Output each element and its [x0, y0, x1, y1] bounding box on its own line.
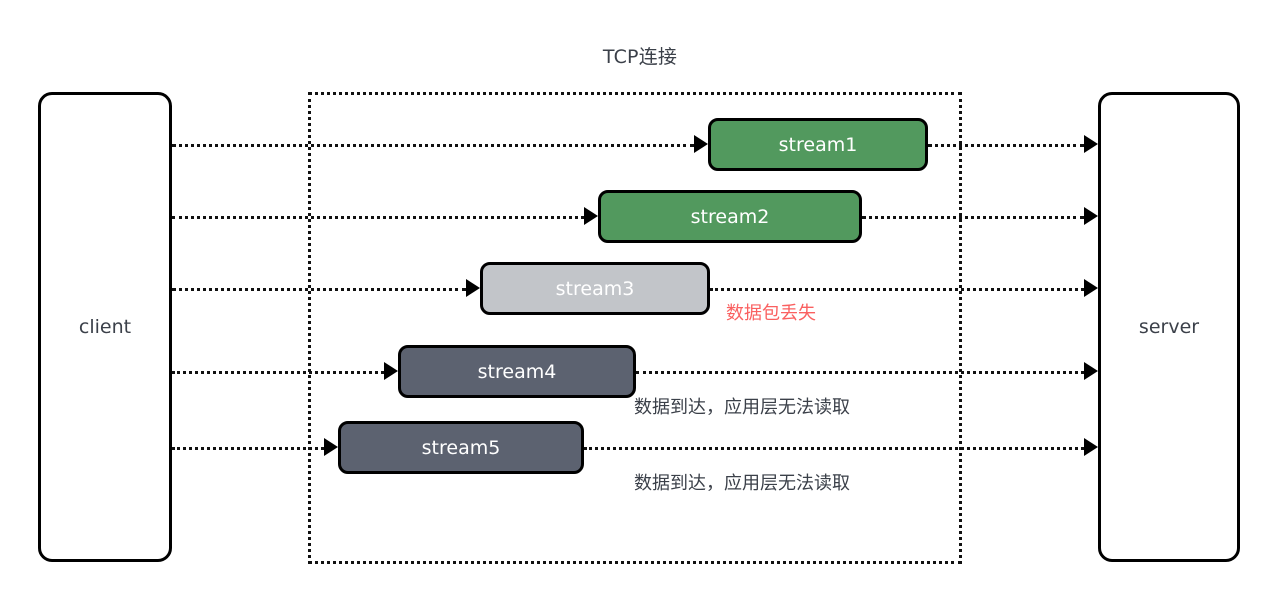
tcp-connection-region — [308, 92, 962, 564]
stream-box-stream2: stream2 — [598, 190, 862, 243]
client-to-stream5-line — [172, 447, 324, 450]
arrow-into-server-row3-icon — [1084, 279, 1098, 297]
stream5-to-server-line — [584, 447, 1084, 450]
arrow-into-stream1-icon — [694, 135, 708, 153]
stream-box-stream5: stream5 — [338, 421, 584, 474]
annotation-blocked-stream4: 数据到达，应用层无法读取 — [634, 397, 850, 418]
server-node: server — [1098, 92, 1240, 562]
arrow-into-server-row1-icon — [1084, 135, 1098, 153]
stream3-to-server-line — [710, 288, 1084, 291]
annotation-blocked-stream5: 数据到达，应用层无法读取 — [634, 473, 850, 494]
stream-box-stream3: stream3 — [480, 262, 710, 315]
stream2-label: stream2 — [690, 205, 770, 228]
client-to-stream4-line — [172, 371, 384, 374]
arrow-into-stream5-icon — [324, 438, 338, 456]
annotation-packet-lost: 数据包丢失 — [726, 303, 816, 324]
arrow-into-stream2-icon — [584, 207, 598, 225]
client-to-stream2-line — [172, 216, 584, 219]
arrow-into-server-row2-icon — [1084, 207, 1098, 225]
page-title: TCP连接 — [602, 46, 678, 68]
client-node: client — [38, 92, 172, 562]
server-label: server — [1138, 316, 1200, 338]
stream-box-stream4: stream4 — [398, 345, 636, 398]
client-to-stream1-line — [172, 144, 694, 147]
arrow-into-server-row5-icon — [1084, 438, 1098, 456]
stream4-to-server-line — [636, 371, 1084, 374]
stream4-label: stream4 — [477, 360, 557, 383]
arrow-into-stream3-icon — [466, 279, 480, 297]
stream-box-stream1: stream1 — [708, 118, 928, 171]
arrow-into-server-row4-icon — [1084, 362, 1098, 380]
arrow-into-stream4-icon — [384, 362, 398, 380]
stream5-label: stream5 — [421, 436, 501, 459]
stream1-label: stream1 — [778, 133, 858, 156]
stream2-to-server-line — [862, 216, 1084, 219]
client-label: client — [78, 316, 132, 338]
client-to-stream3-line — [172, 288, 466, 291]
stream1-to-server-line — [928, 144, 1084, 147]
stream3-label: stream3 — [555, 277, 635, 300]
